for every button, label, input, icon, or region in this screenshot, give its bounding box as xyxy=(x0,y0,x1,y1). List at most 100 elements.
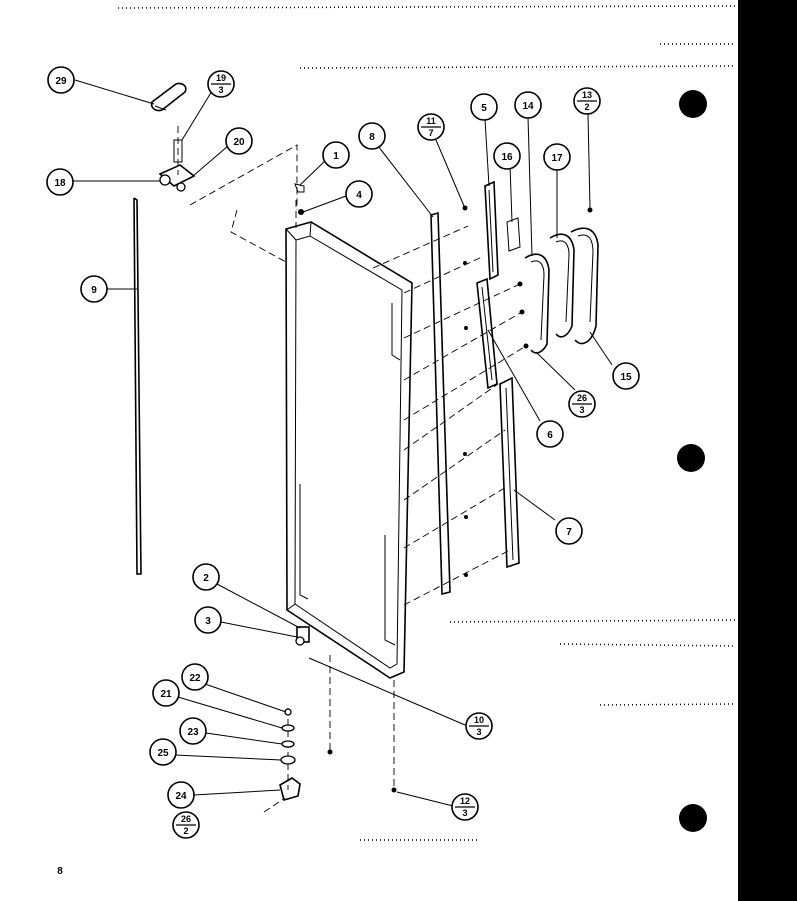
callout-14: 14 xyxy=(514,91,542,119)
callout-16-text: 16 xyxy=(501,152,513,163)
callout-29-text: 29 xyxy=(55,76,67,87)
dash-1 xyxy=(372,225,469,269)
strip-8 xyxy=(430,211,451,596)
top-noise-line xyxy=(117,5,737,9)
callout-21-text: 21 xyxy=(160,689,172,700)
dash-2 xyxy=(403,255,485,294)
screws xyxy=(298,205,593,793)
door-inner-frame xyxy=(294,235,403,669)
clip-16-body xyxy=(506,217,521,252)
leader-20 xyxy=(192,145,229,177)
callout-12-3: 12 3 xyxy=(451,793,479,821)
leader-15 xyxy=(589,331,613,366)
leader-13 xyxy=(587,113,591,209)
door-corner-tr xyxy=(309,221,312,237)
callout-8: 8 xyxy=(358,122,386,150)
callout-12-3-num: 12 xyxy=(460,796,470,806)
callout-19-3-den: 3 xyxy=(218,85,223,95)
callout-17-text: 17 xyxy=(551,153,563,164)
clip-16 xyxy=(506,217,521,252)
binder-hole-top xyxy=(679,90,707,118)
trim-6-groove xyxy=(481,286,493,381)
leader-24 xyxy=(193,789,281,796)
callout-26-2: 26 2 xyxy=(172,811,200,839)
callout-14-text: 14 xyxy=(522,101,534,112)
screw-4 xyxy=(298,209,304,215)
assembly-lines xyxy=(189,144,527,813)
callout-11-7-num: 11 xyxy=(426,116,436,126)
dash-gasket-to-door xyxy=(230,209,287,263)
screw-12 xyxy=(391,787,397,793)
trim-6-body xyxy=(476,277,498,390)
scan-artifacts xyxy=(117,0,797,901)
leader-7 xyxy=(513,489,556,521)
callout-19-3: 19 3 xyxy=(207,70,235,98)
trim-5-body xyxy=(484,180,499,281)
callout-26-3: 26 3 xyxy=(568,390,596,418)
dash-3 xyxy=(403,283,521,339)
door-corner-bl xyxy=(286,603,296,611)
callout-26-3-den: 3 xyxy=(579,405,584,415)
leader-19 xyxy=(181,90,213,141)
part-21 xyxy=(281,724,295,732)
leader-11 xyxy=(435,139,465,207)
leaders xyxy=(72,79,613,807)
door-corner-tl xyxy=(285,228,297,241)
callout-22-text: 22 xyxy=(189,673,201,684)
callout-6: 6 xyxy=(536,420,564,448)
screw-e xyxy=(464,326,468,330)
callout-7: 7 xyxy=(555,517,583,545)
screw-c xyxy=(523,343,529,349)
callout-23-text: 23 xyxy=(187,727,199,738)
breaker-strip-8 xyxy=(430,211,451,596)
hinge-shim-18 xyxy=(159,174,171,186)
callout-15: 15 xyxy=(612,362,640,390)
binder-hole-bottom xyxy=(679,804,707,832)
door-panel xyxy=(285,221,413,679)
callout-9-text: 9 xyxy=(91,285,97,296)
callout-13-2: 13 2 xyxy=(573,87,601,115)
page-number: 8 xyxy=(57,866,63,877)
bottom-washer-3 xyxy=(295,636,305,646)
callout-23: 23 xyxy=(179,717,207,745)
handle-15 xyxy=(570,227,599,345)
callout-9: 9 xyxy=(80,275,108,303)
callout-26-2-den: 2 xyxy=(183,826,188,836)
screw-h xyxy=(464,573,468,577)
leader-25 xyxy=(174,754,282,761)
callout-18: 18 xyxy=(46,168,74,196)
trim-5 xyxy=(484,180,499,281)
callout-26-2-num: 26 xyxy=(181,814,191,824)
leader-4 xyxy=(302,195,347,213)
handle-17 xyxy=(549,233,575,338)
leader-1 xyxy=(299,159,327,186)
callout-29: 29 xyxy=(47,66,75,94)
handle-14-inner xyxy=(530,260,545,341)
callout-1: 1 xyxy=(322,141,350,169)
hinge-washer xyxy=(176,182,186,192)
callout-11-7-den: 7 xyxy=(428,128,433,138)
trim-7 xyxy=(499,376,520,569)
leader-16 xyxy=(509,164,513,223)
dash-8 xyxy=(403,485,509,549)
part-23 xyxy=(281,740,295,748)
trim-7-body xyxy=(499,376,520,569)
callout-20: 20 xyxy=(225,127,253,155)
callout-16: 16 xyxy=(493,142,521,170)
callout-5: 5 xyxy=(470,93,498,121)
callout-13-2-num: 13 xyxy=(582,90,592,100)
gasket-strip xyxy=(133,197,142,575)
callout-3: 3 xyxy=(194,606,222,634)
callout-26-3-num: 26 xyxy=(577,393,587,403)
callout-10-3: 10 3 xyxy=(465,712,493,740)
callout-15-text: 15 xyxy=(620,372,632,383)
door-gasket xyxy=(133,197,142,575)
screw-g xyxy=(464,515,468,519)
callout-24: 24 xyxy=(167,781,195,809)
dash-9 xyxy=(403,549,511,606)
hinge-cover-edge xyxy=(154,105,167,111)
leader-26-3 xyxy=(535,351,576,391)
callout-25-text: 25 xyxy=(157,748,169,759)
callout-4-text: 4 xyxy=(356,190,362,201)
callout-22: 22 xyxy=(181,663,209,691)
